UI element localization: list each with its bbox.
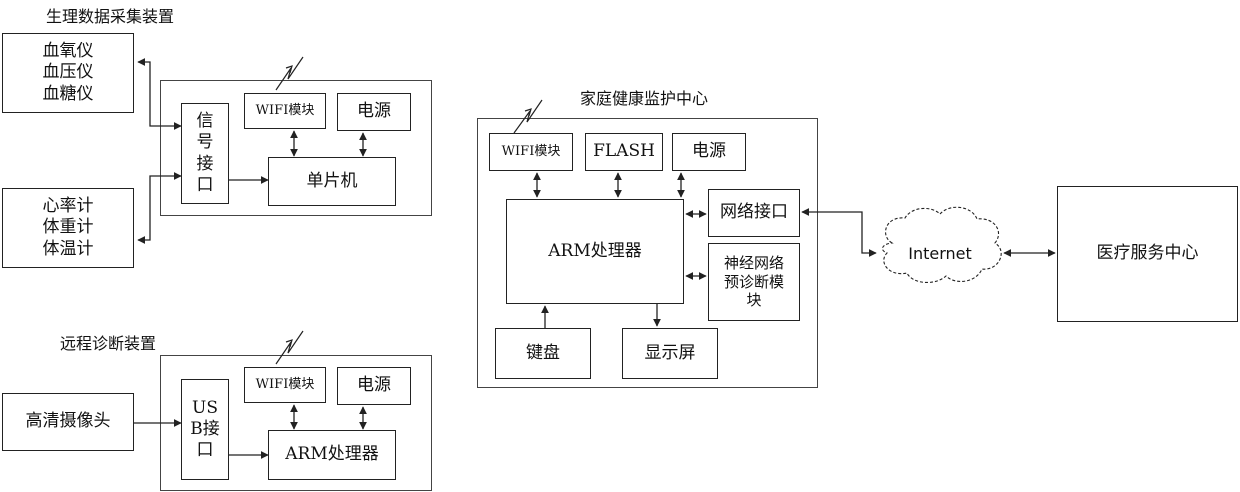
link-network-internet	[802, 212, 876, 253]
wireless-signal-icon	[514, 100, 542, 133]
wireless-signal-icon	[276, 57, 303, 90]
link-sensors-a-interface	[138, 62, 181, 126]
wireless-signal-icon	[276, 331, 303, 364]
internet-label: Internet	[908, 244, 972, 263]
link-sensors-b-interface	[138, 176, 181, 240]
